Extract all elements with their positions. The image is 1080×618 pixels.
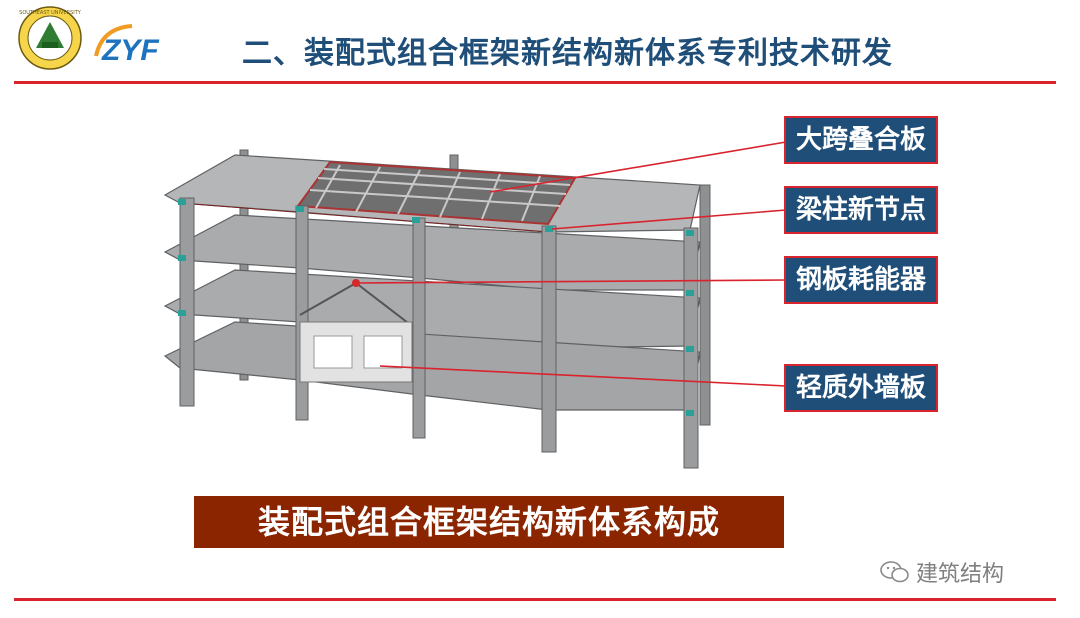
footer-divider (14, 598, 1056, 601)
wechat-icon (880, 560, 910, 584)
callout-large-span-slab: 大跨叠合板 (784, 116, 938, 164)
exterior-wall-panel (300, 322, 412, 382)
watermark-text: 建筑结构 (916, 556, 1004, 588)
callout-steel-damper: 钢板耗能器 (784, 256, 938, 304)
figure-caption: 装配式组合框架结构新体系构成 (194, 496, 784, 548)
damper-marker (352, 279, 360, 287)
watermark: 建筑结构 (880, 556, 1004, 588)
callout-beam-column-joint: 梁柱新节点 (784, 186, 938, 234)
callout-exterior-wall: 轻质外墙板 (784, 364, 938, 412)
